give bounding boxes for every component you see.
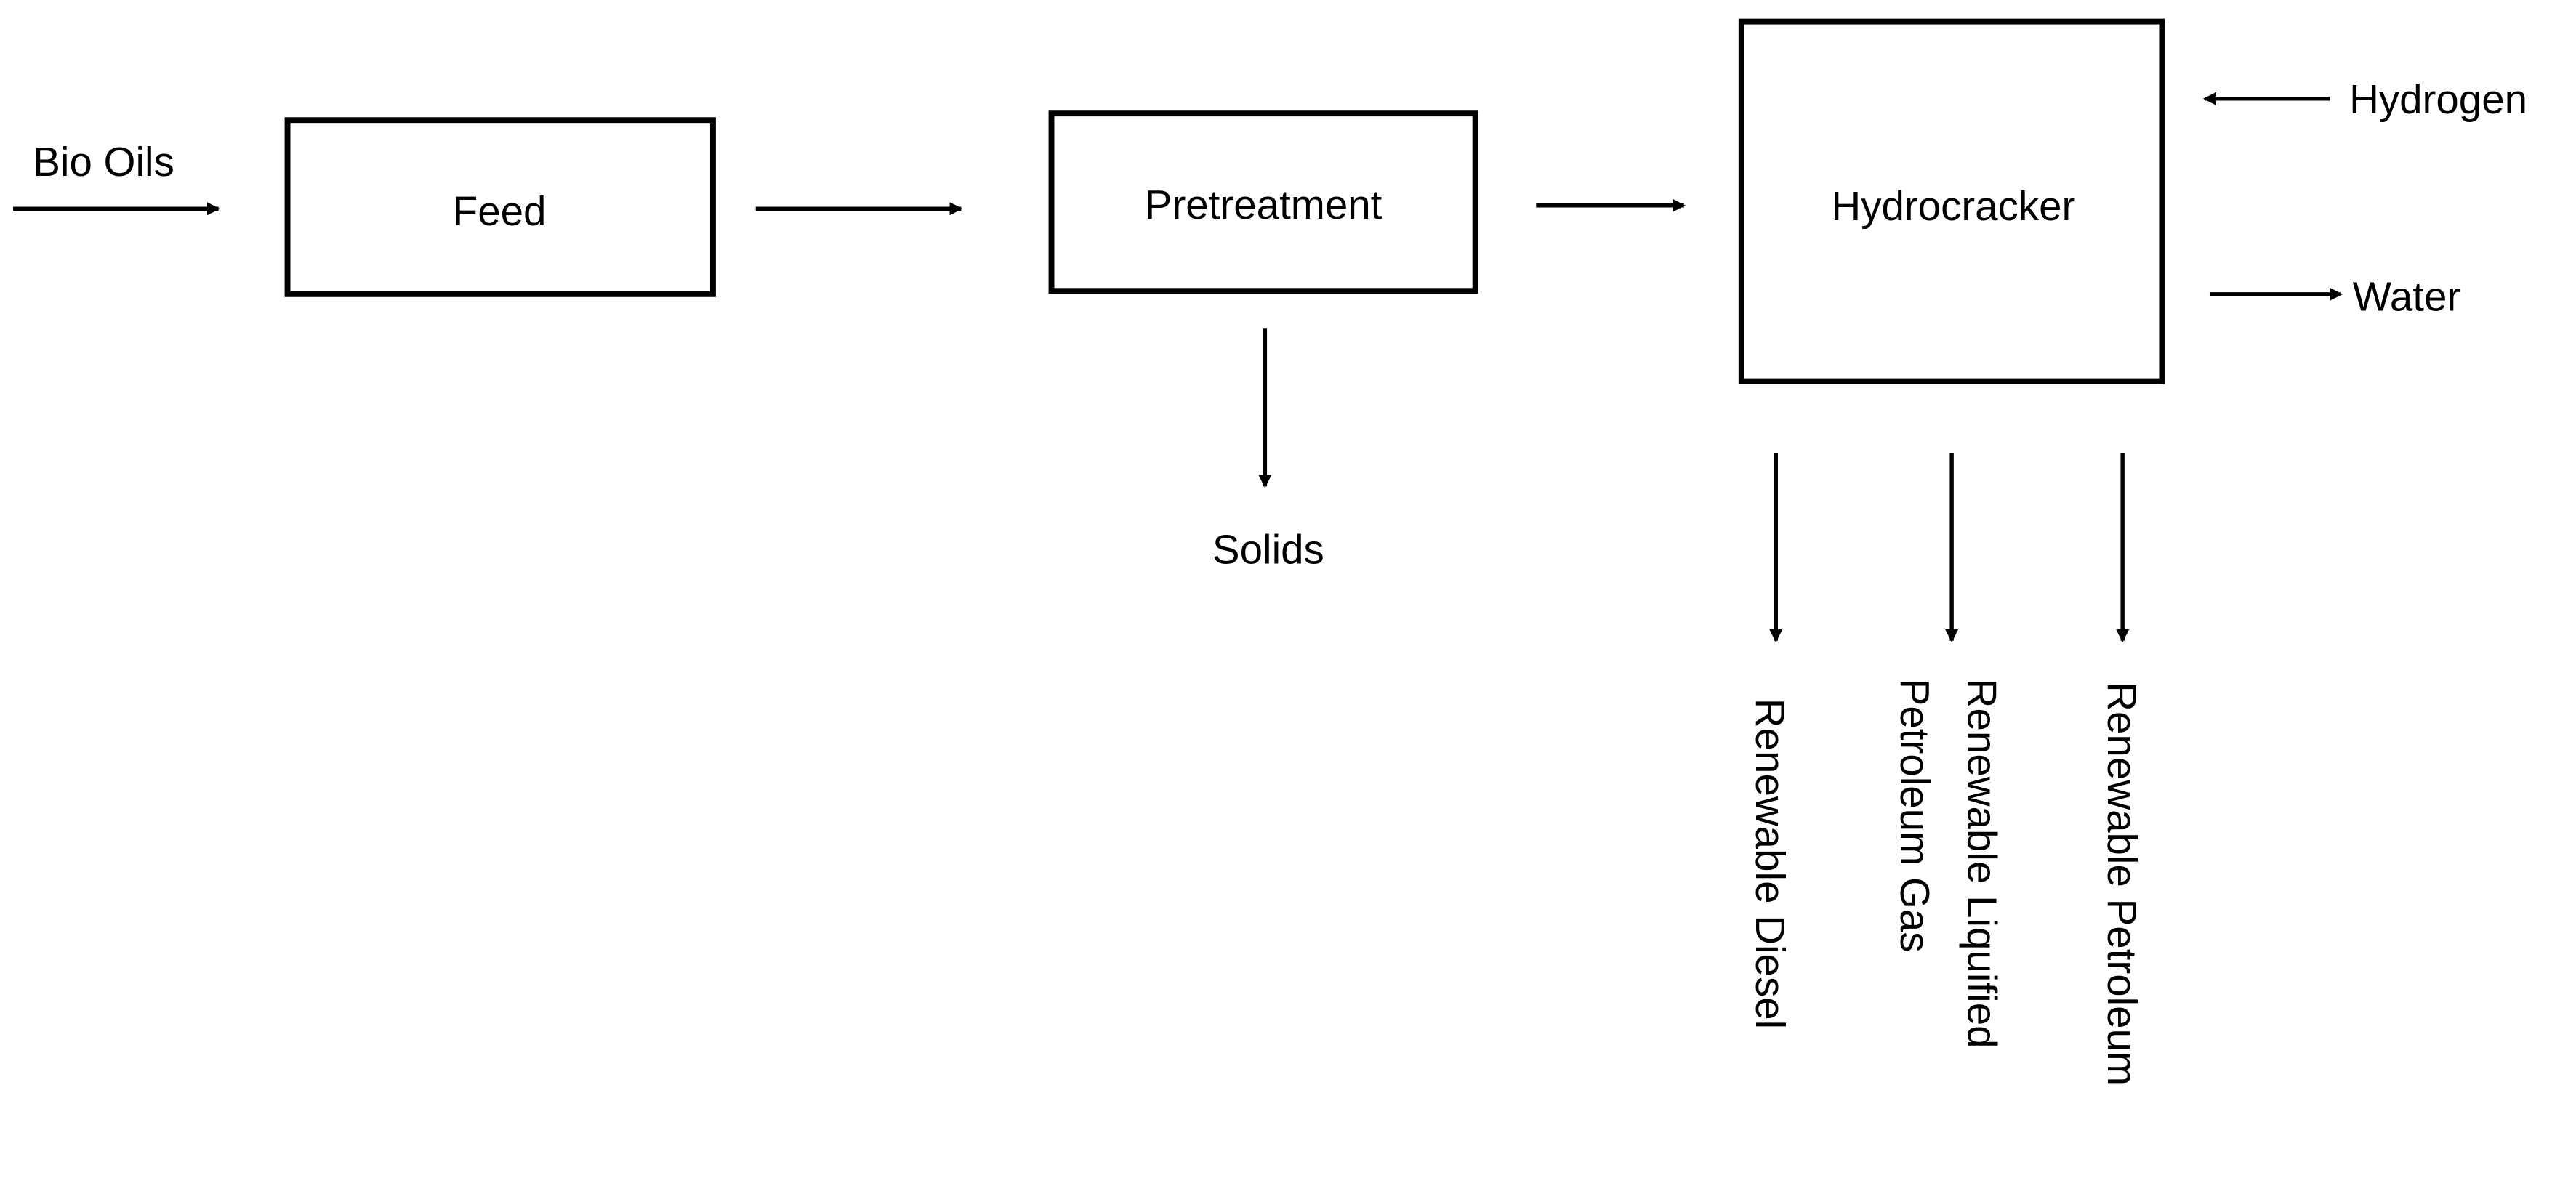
feed-box — [284, 117, 716, 297]
pretreatment-label: Pretreatment — [1145, 182, 1382, 227]
solids-label: Solids — [1212, 526, 1324, 572]
feed-label: Feed — [453, 188, 547, 234]
water-label: Water — [2353, 273, 2461, 319]
hydrocracker-label: Hydrocracker — [1831, 183, 2075, 229]
bio-oils-label: Bio Oils — [33, 139, 174, 185]
pretreatment-box — [1048, 110, 1478, 294]
hydrocracker-box — [1738, 18, 2165, 384]
hydrogen-label: Hydrogen — [2349, 76, 2527, 122]
renewable-diesel-label: Renewable Diesel — [1747, 698, 1793, 1029]
renewable-lpg-label-line2: Petroleum Gas — [1892, 679, 1938, 953]
renewable-petroleum-label: Renewable Petroleum — [2099, 682, 2145, 1086]
renewable-lpg-label-line1: Renewable Liquified — [1960, 679, 2005, 1049]
